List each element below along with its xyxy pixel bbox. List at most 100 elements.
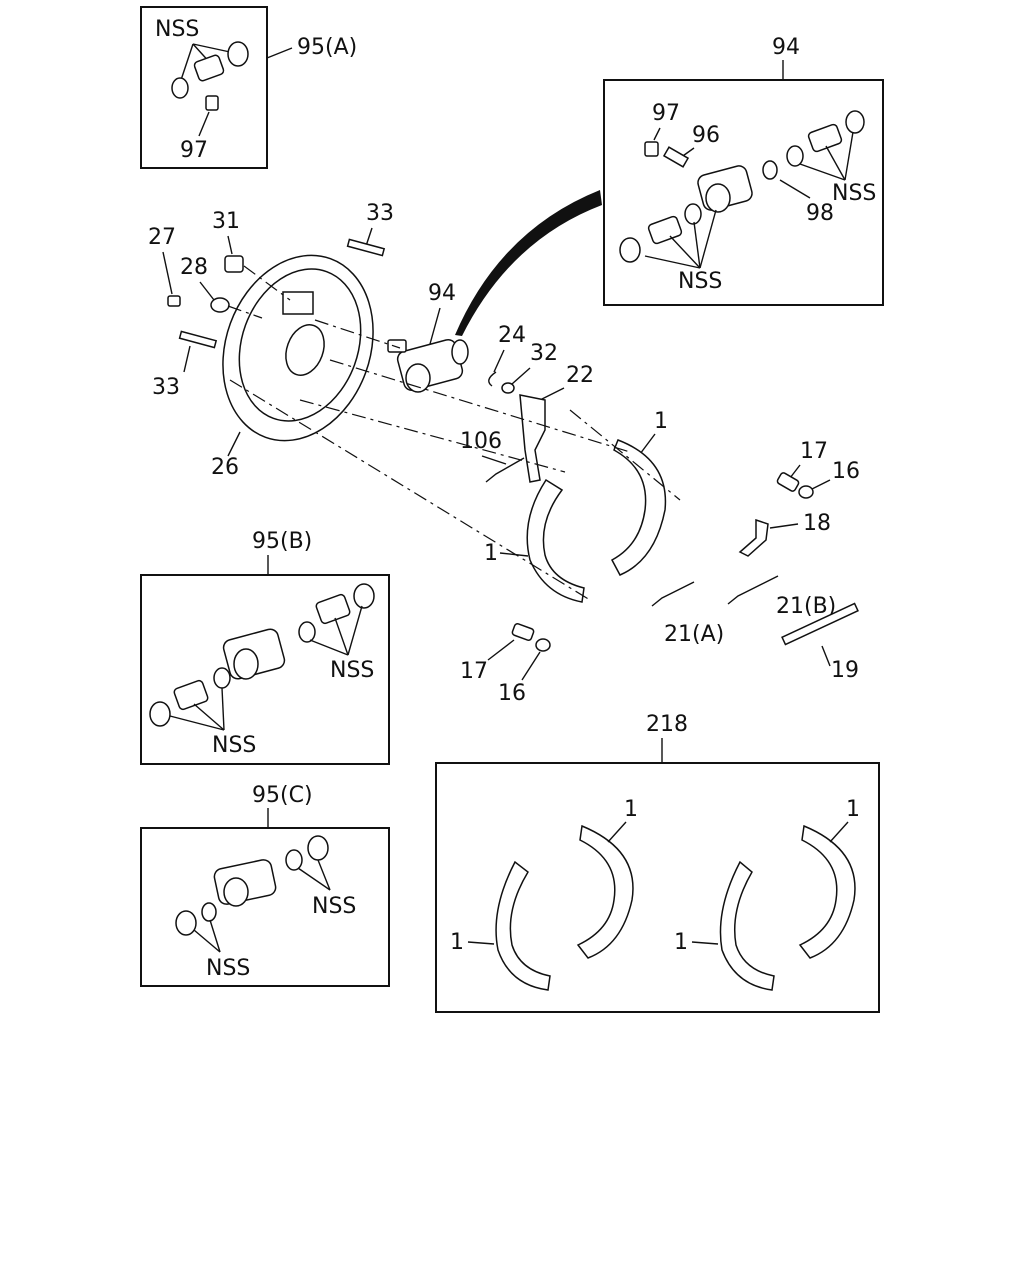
label-33-top: 33 [366,201,394,226]
label-28: 28 [180,255,208,280]
label-218: 218 [646,712,688,737]
label-1-k4: 1 [674,930,688,955]
cylinder-bore [223,877,249,907]
return-spring [485,457,525,483]
axle-hole [285,324,325,376]
label-16-b: 16 [498,681,526,706]
piston [193,54,225,82]
label-nss-d2: NSS [206,956,250,981]
shoe-spring-a [651,581,695,607]
dust-boot [149,701,171,727]
cup-seal [171,77,189,99]
hold-down-cup [535,638,551,652]
bleeder-cap [205,95,219,111]
hold-down-pin [178,330,218,349]
bleeder [387,339,407,353]
washer [501,382,515,394]
label-95b: 95(B) [252,529,312,554]
label-97-b: 97 [652,101,680,126]
callout-arrow [455,190,602,336]
dust-boot [845,110,865,134]
label-95c: 95(C) [252,783,313,808]
label-17-b: 17 [460,659,488,684]
wheel-cylinder-boot [451,339,469,365]
label-21a: 21(A) [664,622,724,647]
label-1-k3: 1 [450,930,464,955]
brake-shoe [495,860,551,991]
cylinder-mount [282,291,314,315]
cup-seal [298,621,316,643]
wheel-cylinder-port [405,363,431,393]
cup-seal [285,849,303,871]
cup-seal [213,667,231,689]
hold-down-spring [511,623,535,641]
inset-95c-frame [140,827,390,987]
inset-95a: NSS 97 95(A) [140,6,357,169]
inset-94: 94 97 96 NSS 98 NSS [455,35,884,336]
shoe-spring-b [727,575,779,605]
brake-shoe [610,439,667,576]
cup-seal [684,203,702,225]
inset-95c: 95(C) NSS NSS [140,783,390,987]
dust-boot [619,237,641,263]
label-24: 24 [498,323,526,348]
label-31: 31 [212,209,240,234]
label-106: 106 [460,429,502,454]
cup-seal [786,145,804,167]
label-21b: 21(B) [776,594,836,619]
brake-shoe [526,478,585,603]
seal-ring [227,41,249,67]
washer [210,297,230,313]
inset-94-frame [603,79,884,306]
bleeder-screw [662,146,690,168]
piston [315,593,351,625]
brake-shoe [798,824,856,959]
parking-lever [519,394,546,483]
label-94-top: 94 [772,35,800,60]
label-95a: 95(A) [297,35,357,60]
label-17-r: 17 [800,439,828,464]
label-nss-c1: NSS [330,658,374,683]
label-27: 27 [148,225,176,250]
label-1-left: 1 [484,541,498,566]
hold-down-spring [776,472,800,492]
inset-95b-frame [140,574,390,765]
adjuster-lever [738,518,769,557]
dust-boot [353,583,375,609]
spring [762,160,778,180]
label-19: 19 [831,658,859,683]
inset-218: 218 1 1 1 1 [435,712,880,1013]
label-97-a: 97 [180,138,208,163]
inset-95a-frame [140,6,268,169]
label-nss-b1: NSS [832,181,876,206]
brake-shoe [576,824,634,959]
label-nss-c2: NSS [212,733,256,758]
bleeder-cap [644,141,659,157]
label-32: 32 [530,341,558,366]
brake-shoe [719,860,775,991]
label-22: 22 [566,363,594,388]
cylinder-bore [705,183,731,213]
cup-seal [201,902,217,922]
bleeder-nut [224,255,244,273]
piston [173,679,209,711]
label-1-mid: 1 [654,409,668,434]
label-1-k1: 1 [624,797,638,822]
main-assembly: 26 31 33 27 28 33 94 24 32 [148,201,860,706]
dust-boot [307,835,329,861]
label-16-r: 16 [832,459,860,484]
adjuster-strut [781,602,859,646]
piston [647,215,683,245]
bolt [167,295,181,307]
hold-down-pin [346,238,386,257]
piston [807,123,843,153]
label-33-left: 33 [152,375,180,400]
retainer-clip [488,371,497,387]
cylinder-bore [233,648,259,680]
label-98: 98 [806,201,834,226]
label-nss-d1: NSS [312,894,356,919]
inset-218-frame [435,762,880,1013]
label-26: 26 [211,455,239,480]
